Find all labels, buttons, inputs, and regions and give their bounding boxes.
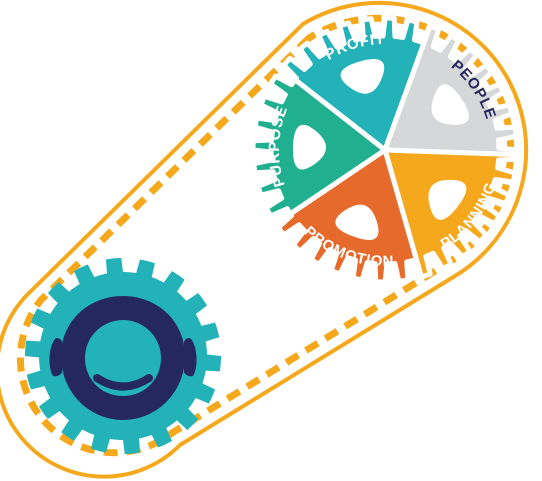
smiling-face-gear-icon bbox=[25, 258, 221, 454]
face-smile bbox=[93, 374, 153, 391]
gear-segment-promotion: PROMOTION bbox=[275, 147, 424, 285]
face-ring bbox=[61, 296, 185, 420]
face-ear-right bbox=[184, 338, 197, 377]
gear-segment-hole-promotion bbox=[335, 204, 379, 241]
chain-belt-icon bbox=[0, 0, 529, 479]
belt-inner bbox=[16, 14, 515, 457]
gear-segment-hole-purpose bbox=[292, 124, 327, 170]
gear-segment-profit: PROFIT bbox=[281, 15, 433, 153]
face-ear-left bbox=[49, 338, 62, 377]
gear-segment-hole-profit bbox=[340, 59, 385, 94]
gear-segment-hole-planning bbox=[428, 179, 467, 220]
gear-segment-purpose: PURPOSE bbox=[250, 73, 388, 219]
belt-outer bbox=[0, 0, 529, 479]
small-gear-body bbox=[25, 258, 221, 454]
gear-segment-hole-people bbox=[431, 84, 469, 125]
